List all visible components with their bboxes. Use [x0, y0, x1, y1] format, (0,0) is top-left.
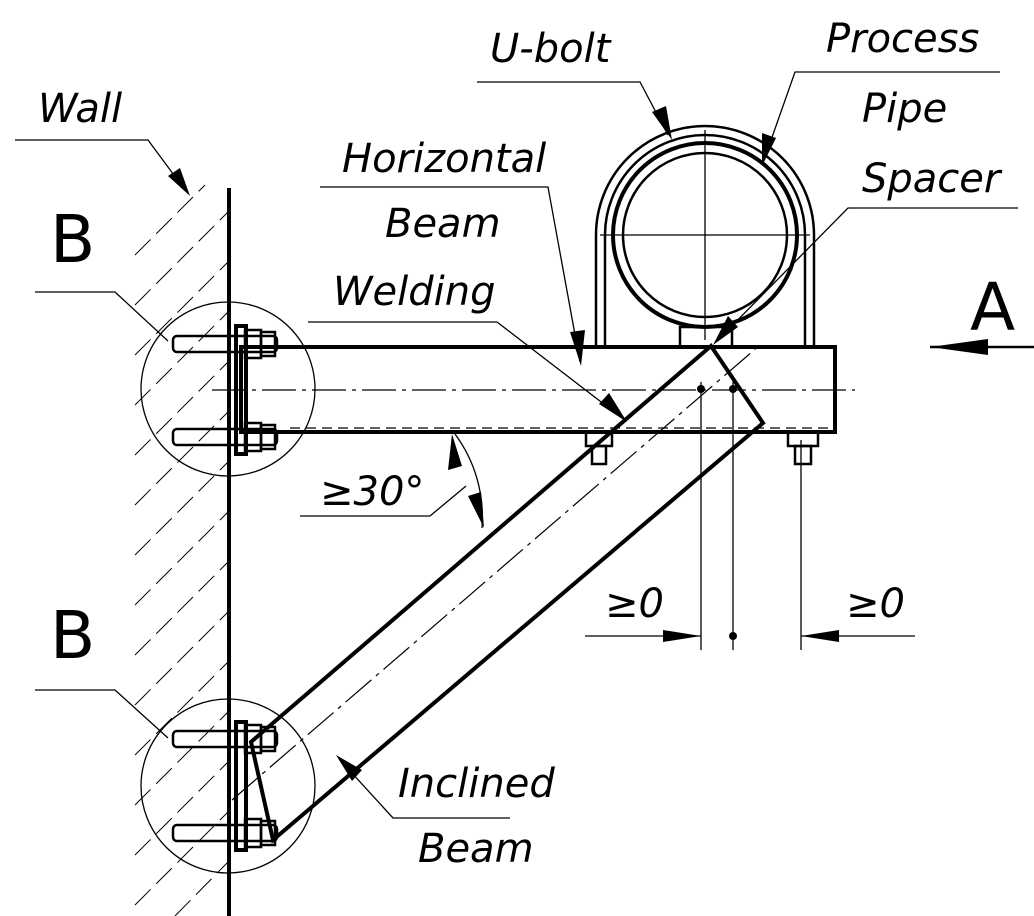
label-inclined: Inclined	[398, 761, 555, 807]
label-detail-b-top: B	[50, 201, 95, 278]
angle-dimension	[300, 433, 484, 529]
label-welding: Welding	[333, 269, 496, 315]
detail-b-bottom-circle	[140, 698, 316, 874]
label-wall: Wall	[38, 86, 122, 132]
anchor-bolts-top	[171, 324, 279, 456]
inclined-beam	[248, 343, 766, 844]
detail-b-top-circle	[140, 301, 316, 477]
label-beam-inclined: Beam	[418, 826, 534, 872]
dimension-lines	[585, 382, 915, 650]
label-spacer: Spacer	[862, 156, 1003, 202]
inclined-beam-centerline	[231, 344, 761, 801]
label-horizontal: Horizontal	[342, 136, 546, 182]
anchor-bolts-bottom	[171, 720, 279, 852]
leader-lines	[15, 71, 1018, 819]
label-process: Process	[826, 16, 979, 62]
u-bolt-nut-left	[584, 430, 614, 466]
label-detail-b-bottom: B	[50, 597, 95, 674]
label-u-bolt: U-bolt	[490, 26, 612, 72]
view-a-arrow	[930, 339, 1034, 355]
label-dim-right: ≥0	[846, 581, 905, 627]
label-angle: ≥30°	[320, 469, 424, 515]
label-beam-horizontal: Beam	[385, 201, 501, 247]
label-dim-left: ≥0	[605, 581, 664, 627]
spacer	[678, 325, 734, 349]
label-pipe: Pipe	[862, 86, 947, 132]
u-bolt-nut-right	[786, 430, 820, 466]
label-view-a: A	[970, 269, 1015, 346]
wall-hatching	[134, 184, 229, 916]
